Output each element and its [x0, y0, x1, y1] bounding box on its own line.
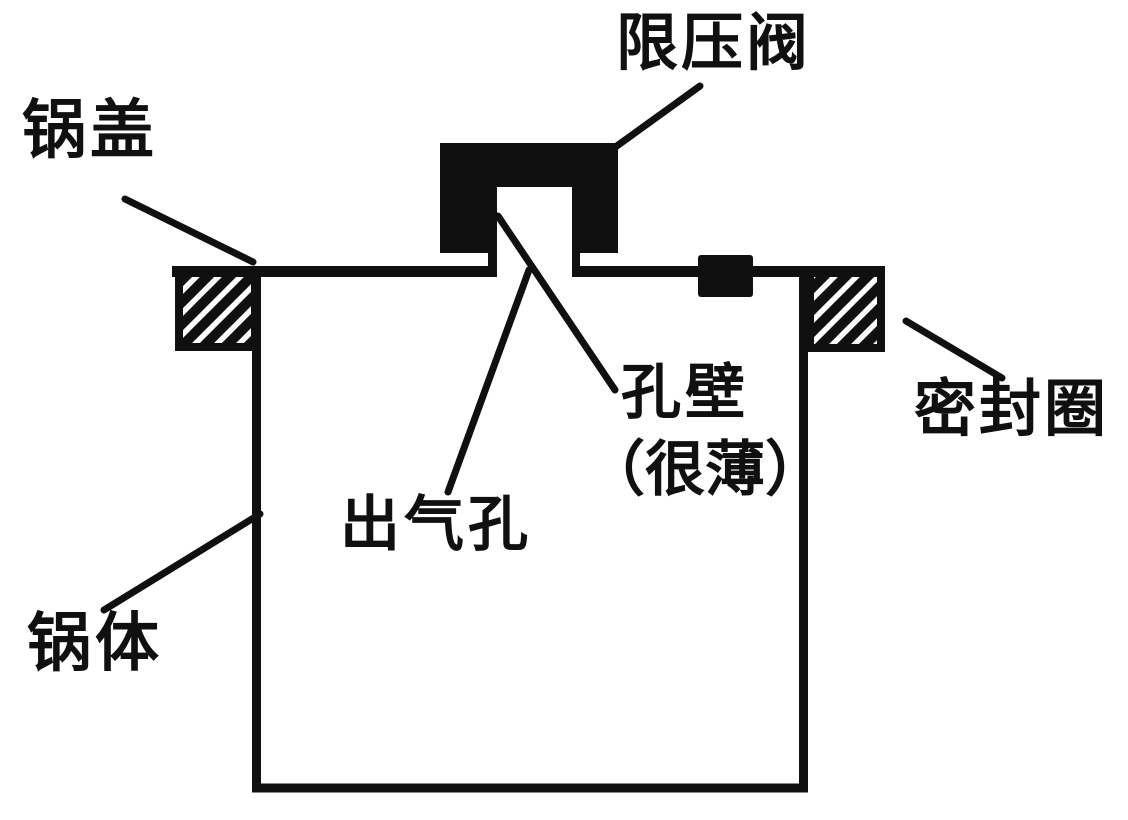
vent-hole-wall-right	[572, 250, 580, 277]
seal-ring-left-block	[175, 269, 259, 351]
seal-ring-right-block	[806, 268, 885, 352]
leader-line-valve	[610, 82, 704, 152]
safety-plug-block	[698, 255, 753, 297]
leader-line-body	[100, 510, 264, 614]
leader-line-vent-hole	[444, 266, 533, 496]
lid-label: 锅盖	[22, 94, 158, 166]
valve-label: 限压阀	[616, 9, 812, 78]
leader-line-hole-wall	[494, 212, 619, 394]
body-label: 锅体	[27, 607, 163, 679]
vent-hole-label: 出气孔	[340, 491, 532, 558]
vent-hole-wall-left	[488, 250, 497, 277]
leader-line-seal-ring	[902, 317, 1006, 382]
hole-wall-label-line2: （很薄）	[585, 436, 825, 503]
lid-bar-left	[172, 266, 497, 277]
hole-wall-label-line1: 孔壁	[621, 359, 749, 426]
seal-ring-label: 密封圈	[914, 375, 1110, 444]
pot-body-outline	[252, 277, 808, 793]
hole-wall-label: 孔壁 （很薄）	[585, 363, 825, 500]
pressure-valve-body	[440, 143, 618, 253]
leader-line-lid	[121, 195, 257, 266]
